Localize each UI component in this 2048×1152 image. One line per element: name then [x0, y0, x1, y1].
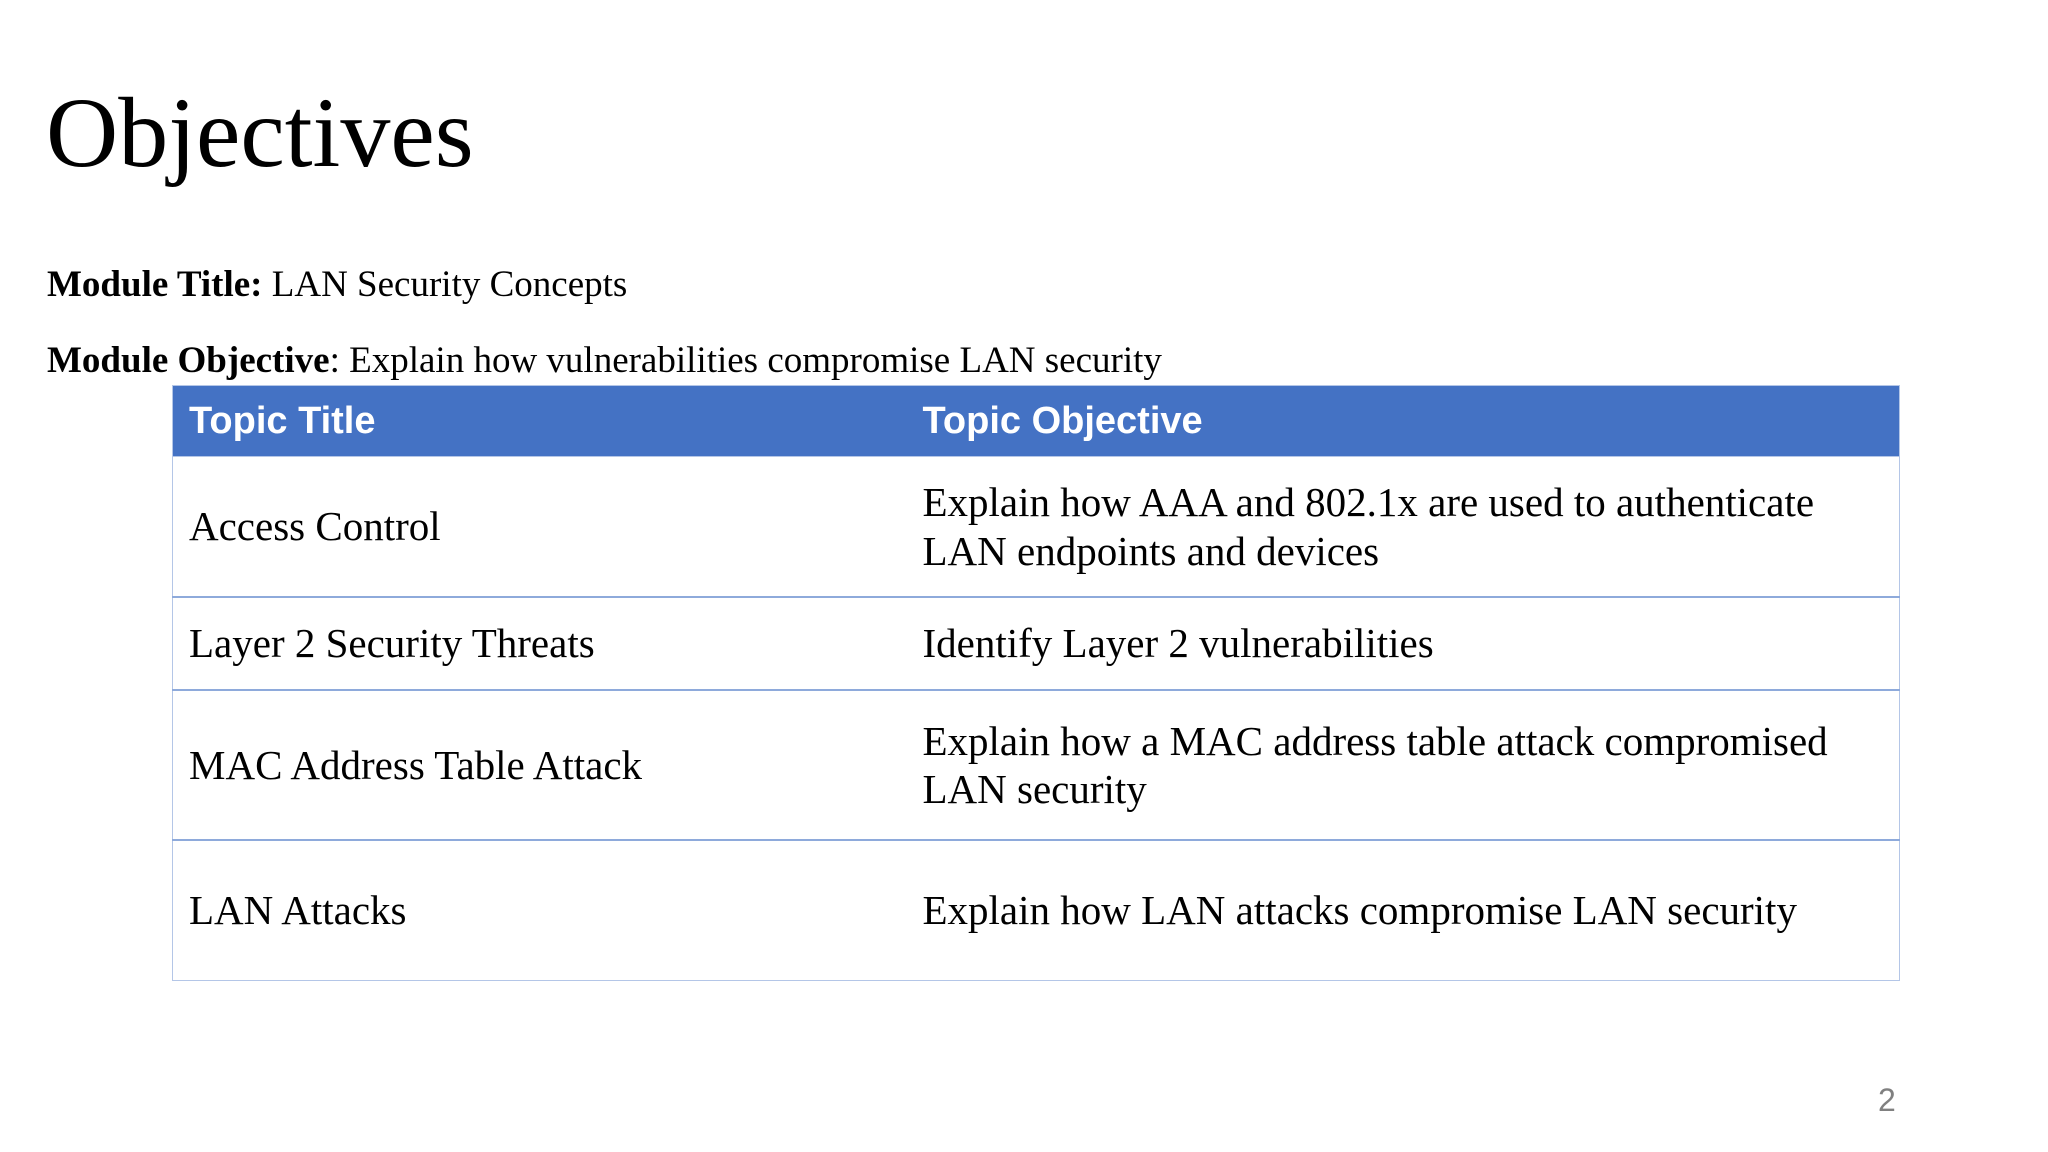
- topic-title-cell: LAN Attacks: [172, 839, 907, 981]
- topic-title-cell: Access Control: [172, 456, 907, 597]
- module-objective-value: : Explain how vulnerabilities compromise…: [329, 340, 1162, 381]
- column-header-topic-title: Topic Title: [172, 385, 907, 457]
- table-row: LAN Attacks Explain how LAN attacks comp…: [172, 839, 1900, 981]
- module-objective-label: Module Objective: [47, 340, 330, 381]
- module-title-label: Module Title:: [47, 264, 263, 305]
- table-row: Layer 2 Security Threats Identify Layer …: [172, 596, 1900, 690]
- page-title: Objectives: [46, 77, 474, 188]
- module-objective-line: Module Objective: Explain how vulnerabil…: [47, 339, 1162, 383]
- topic-title-cell: MAC Address Table Attack: [172, 689, 907, 840]
- topic-title-cell: Layer 2 Security Threats: [172, 596, 907, 690]
- page-number: 2: [1878, 1082, 1896, 1118]
- column-header-topic-objective: Topic Objective: [906, 385, 1900, 457]
- module-title-line: Module Title: LAN Security Concepts: [47, 263, 627, 307]
- topic-objective-cell: Identify Layer 2 vulnerabilities: [906, 596, 1900, 690]
- topic-objective-cell: Explain how a MAC address table attack c…: [906, 689, 1900, 840]
- module-title-value: LAN Security Concepts: [262, 264, 628, 305]
- objectives-table: Topic Title Topic Objective Access Contr…: [172, 385, 1900, 981]
- table-header-row: Topic Title Topic Objective: [172, 385, 1900, 457]
- topic-objective-cell: Explain how LAN attacks compromise LAN s…: [906, 839, 1900, 981]
- topic-objective-cell: Explain how AAA and 802.1x are used to a…: [906, 456, 1900, 597]
- table-row: MAC Address Table Attack Explain how a M…: [172, 689, 1900, 840]
- table-row: Access Control Explain how AAA and 802.1…: [172, 456, 1900, 597]
